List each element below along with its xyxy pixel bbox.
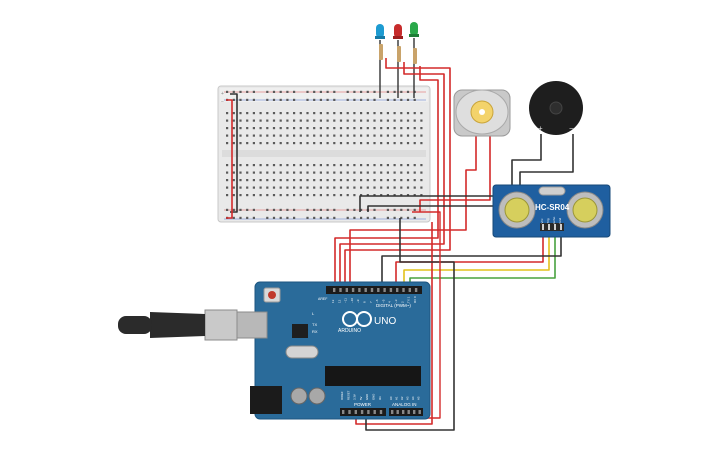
digital-pin-label: ~9 xyxy=(356,299,360,303)
digital-pin-label: TX 1 xyxy=(407,296,411,303)
analog-pin-label: A1 xyxy=(395,396,399,400)
sensor-pin-label: Trig xyxy=(546,218,550,223)
wire-sensor-vcc xyxy=(395,230,544,290)
analog-pin-label: A3 xyxy=(406,396,410,400)
digital-pin-label: 2 xyxy=(400,301,404,303)
wire-sensor-gnd xyxy=(381,230,562,290)
wires[interactable] xyxy=(226,38,574,431)
power-pin[interactable] xyxy=(348,410,351,414)
led-green[interactable] xyxy=(409,22,419,64)
digital-pin[interactable] xyxy=(339,288,342,292)
breadboard-holes[interactable] xyxy=(226,90,423,219)
arduino-model: UNO xyxy=(374,316,396,327)
digital-pin-label: RX 0 xyxy=(413,296,417,303)
analog-pin-label: A4 xyxy=(411,396,415,400)
analog-pin[interactable] xyxy=(413,410,416,414)
rail-minus-label: − xyxy=(221,99,224,105)
buzzer[interactable]: + − xyxy=(529,81,583,135)
digital-pin-label: 13 xyxy=(331,299,335,303)
buzzer-minus-label: − xyxy=(569,124,574,133)
digital-pin-label: ~6 xyxy=(375,299,379,303)
wire-rail-black xyxy=(230,93,238,213)
sensor-pin-trig[interactable] xyxy=(548,224,550,230)
digital-pin[interactable] xyxy=(351,288,355,292)
analog-pin[interactable] xyxy=(418,410,421,414)
analog-pin[interactable] xyxy=(396,410,399,414)
sensor-pin-label: Echo xyxy=(552,216,556,223)
digital-pin-label: ~5 xyxy=(381,299,385,303)
wire-rail-red xyxy=(226,99,233,219)
digital-pin[interactable] xyxy=(402,288,405,292)
digital-pin[interactable] xyxy=(414,288,418,292)
sensor-pin-echo[interactable] xyxy=(554,224,556,230)
led-red[interactable] xyxy=(393,24,403,62)
sensor-pin-label: Gnd xyxy=(558,217,562,223)
digital-pin[interactable] xyxy=(408,288,411,292)
wire-sensor-trig xyxy=(403,230,550,290)
analog-pin[interactable] xyxy=(391,410,394,414)
analog-pin[interactable] xyxy=(407,410,410,414)
digital-pin-label: ~10 xyxy=(350,298,354,303)
analog-pin-label: A0 xyxy=(389,396,393,400)
power-pin-label: 5V xyxy=(359,396,363,400)
digital-header-label: DIGITAL (PWM~) xyxy=(376,303,411,308)
buzzer-plus-label: + xyxy=(538,124,543,133)
digital-pin[interactable] xyxy=(396,288,399,292)
digital-pin-label: 12 xyxy=(337,299,341,303)
power-pin-label: 3.3V xyxy=(353,394,357,400)
digital-pin[interactable] xyxy=(383,288,386,292)
digital-pin[interactable] xyxy=(333,288,336,292)
wire-buzzer-plus xyxy=(359,134,542,212)
digital-pin-label: ~11 xyxy=(344,298,348,303)
power-pin-label: Vin xyxy=(378,396,382,400)
arduino-logo: ARDUINO xyxy=(338,328,361,334)
breadboard[interactable]: + − xyxy=(217,85,431,223)
digital-pin[interactable] xyxy=(389,288,393,292)
led-tx-label: TX xyxy=(312,322,317,327)
sensor-label: HC-SR04 xyxy=(535,203,570,212)
analog-pin-label: A2 xyxy=(400,396,404,400)
power-header-label: POWER xyxy=(354,402,372,407)
analog-pin[interactable] xyxy=(402,410,405,414)
power-pin[interactable] xyxy=(379,410,383,414)
wire-gnd xyxy=(365,218,455,431)
digital-pin[interactable] xyxy=(358,288,361,292)
analog-header-label: ANALOG IN xyxy=(392,402,417,407)
digital-pin[interactable] xyxy=(345,288,348,292)
led-l-label: L xyxy=(312,311,315,316)
wire-led-red-signal xyxy=(339,62,445,290)
rail-plus-label: + xyxy=(221,91,224,97)
aref-label: AREF xyxy=(318,297,327,301)
power-pin-label: GND xyxy=(365,394,369,400)
digital-pin[interactable] xyxy=(370,288,374,292)
power-pin[interactable] xyxy=(342,410,345,414)
digital-pin[interactable] xyxy=(377,288,380,292)
digital-pin[interactable] xyxy=(364,288,367,292)
sensor-pin-label: Vcc xyxy=(540,218,544,224)
digital-pin-label: 8 xyxy=(363,301,367,303)
dc-motor[interactable] xyxy=(453,89,511,137)
power-pin[interactable] xyxy=(367,410,370,414)
power-pin-label: IOREF xyxy=(340,391,344,400)
sensor-pin-gnd[interactable] xyxy=(560,224,562,230)
power-pin-label: GND xyxy=(372,394,376,400)
led-rx-label: RX xyxy=(312,329,318,334)
power-pin[interactable] xyxy=(373,410,376,414)
power-pin[interactable] xyxy=(360,410,364,414)
power-pin[interactable] xyxy=(354,410,357,414)
digital-pin-label: ~3 xyxy=(394,299,398,303)
analog-pin-label: A5 xyxy=(417,396,421,400)
wire-led-blue-signal xyxy=(344,58,451,290)
digital-pin-label: 4 xyxy=(388,301,392,303)
power-pin-label: RESET xyxy=(346,390,350,400)
sensor-pin-vcc[interactable] xyxy=(542,224,544,230)
digital-pin-label: 7 xyxy=(369,301,373,303)
led-blue[interactable] xyxy=(375,24,385,60)
arduino-uno[interactable]: ARDUINO UNO DIGITAL (PWM~) POWER ANALOG … xyxy=(118,281,431,420)
wire-led-green-signal xyxy=(334,66,439,290)
